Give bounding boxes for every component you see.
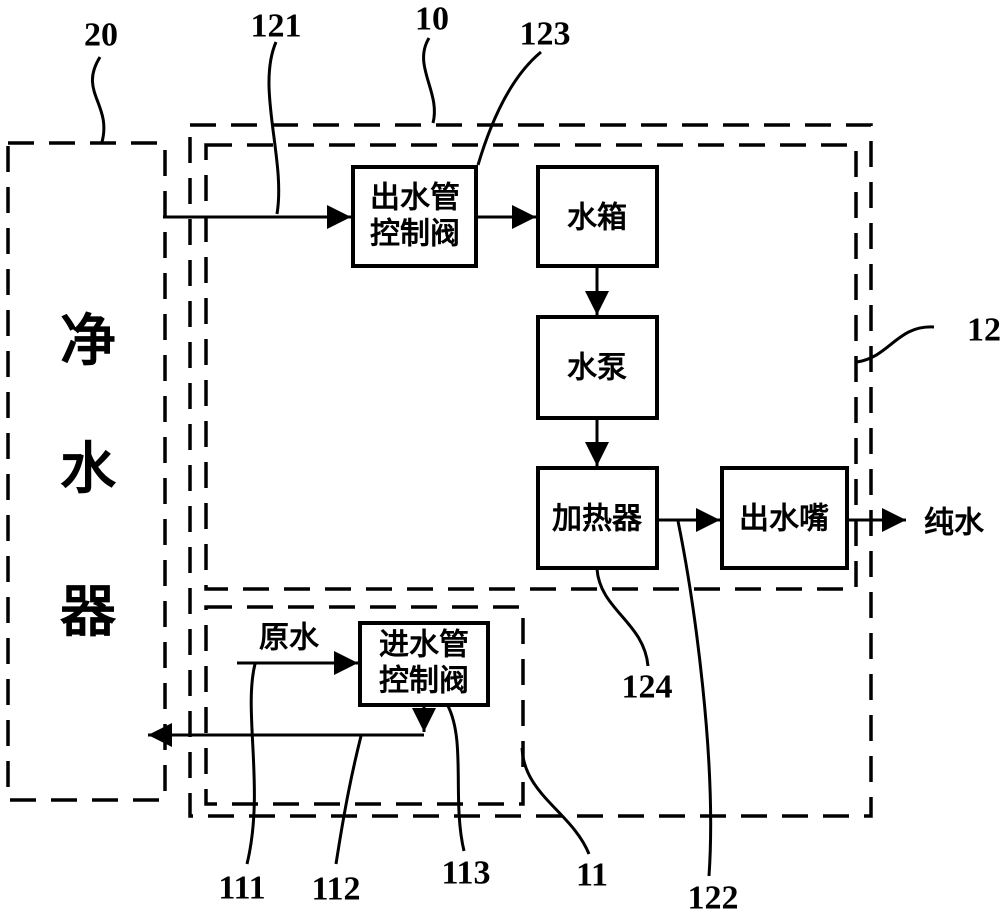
inlet-module-dashed-box-11 xyxy=(204,605,525,806)
ref-label-122: 122 xyxy=(688,880,739,915)
raw-water-label: 原水 xyxy=(259,622,320,655)
purifier-label-char-3: 器 xyxy=(60,582,117,644)
pump-box xyxy=(536,315,659,420)
leader-line-124 xyxy=(595,568,650,667)
ref-label-12: 12 xyxy=(967,312,1000,349)
ref-label-20: 20 xyxy=(84,17,118,54)
pump-label: 水泵 xyxy=(567,352,627,385)
ref-label-111: 111 xyxy=(218,870,265,907)
leader-line-10 xyxy=(422,37,436,124)
purifier-label-char-2: 水 xyxy=(60,439,117,501)
inlet-valve-box xyxy=(358,621,490,707)
leader-line-122 xyxy=(676,520,713,877)
ref-label-123: 123 xyxy=(520,16,571,53)
leader-line-113 xyxy=(446,705,466,852)
heating-module-dashed-box-12 xyxy=(204,143,858,591)
outlet-valve-label-line1: 出水管 xyxy=(370,182,460,215)
leader-line-11 xyxy=(520,747,591,855)
machine-dashed-box-10 xyxy=(188,123,873,818)
leader-line-20 xyxy=(90,56,106,143)
ref-label-11: 11 xyxy=(576,857,608,894)
ref-label-10: 10 xyxy=(415,1,449,38)
leader-line-123 xyxy=(476,50,542,166)
ref-label-124: 124 xyxy=(622,669,673,706)
tank-label: 水箱 xyxy=(567,202,627,235)
ref-label-113: 113 xyxy=(441,855,490,892)
ref-label-112: 112 xyxy=(311,871,360,908)
heater-box xyxy=(536,466,659,570)
leader-line-12 xyxy=(856,325,935,364)
ref-label-121: 121 xyxy=(251,8,302,45)
inlet-valve-label-line1: 进水管 xyxy=(379,629,469,662)
nozzle-label: 出水嘴 xyxy=(739,503,829,536)
leader-line-112 xyxy=(334,735,363,865)
outlet-valve-box xyxy=(351,165,478,268)
inlet-valve-label-line2: 控制阀 xyxy=(379,665,469,698)
nozzle-box xyxy=(720,466,849,570)
purifier-label-char-1: 净 xyxy=(60,311,116,373)
leader-line-111 xyxy=(245,663,257,865)
tank-box xyxy=(536,165,659,268)
heater-label: 加热器 xyxy=(552,503,643,536)
outlet-valve-label-line2: 控制阀 xyxy=(370,218,460,251)
pure-water-label: 纯水 xyxy=(924,507,985,540)
leader-line-121 xyxy=(267,41,281,215)
